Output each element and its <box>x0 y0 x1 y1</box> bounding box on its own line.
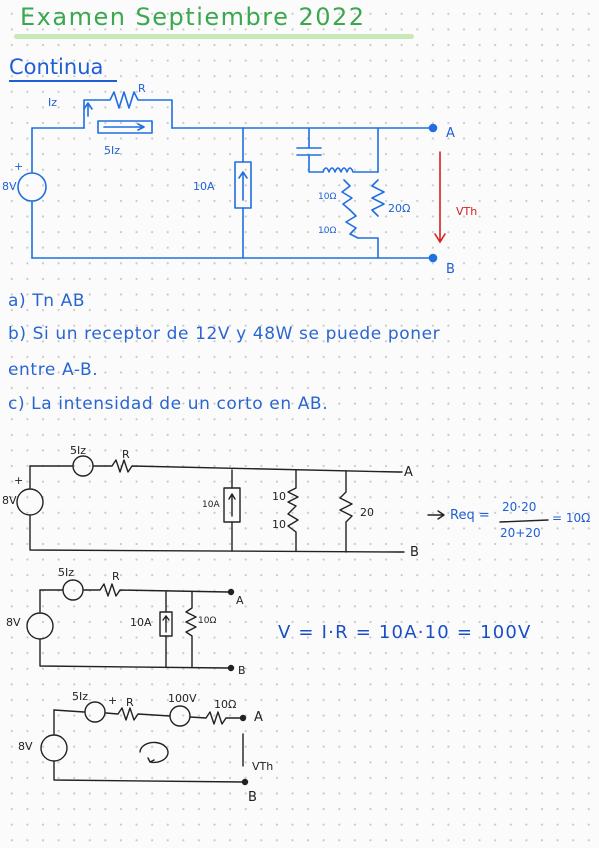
c2-label-r: R <box>122 448 130 461</box>
voltage-source-8v <box>17 172 47 202</box>
c3-label-8v: 8V <box>6 616 21 629</box>
c2-label-b: B <box>410 545 419 560</box>
page-title: Examen Septiembre 2022 <box>20 3 366 31</box>
label-8v: 8V <box>2 180 17 193</box>
req-label: Req = <box>450 508 490 523</box>
req-denominator: 20+20 <box>500 526 541 540</box>
current-source-10a <box>234 161 252 209</box>
resistor-10b <box>345 209 359 239</box>
label-vth: VTh <box>456 205 478 218</box>
c2-label-5iz: 5Iz <box>70 444 87 457</box>
section-heading: Continua <box>9 55 104 79</box>
c2-label-10-b: 10 <box>272 518 286 531</box>
resistor-r <box>83 91 173 129</box>
title-highlight <box>14 34 414 39</box>
ohm-law-equation: V = I·R = 10A·10 = 100V <box>278 622 532 643</box>
c3-label-10a: 10A <box>130 616 152 629</box>
c4-label-r: R <box>126 696 134 709</box>
question-c: c) La intensidad de un corto en AB. <box>8 394 329 414</box>
label-10a: 10A <box>193 180 215 193</box>
terminal-a <box>428 123 438 133</box>
question-b-line2: entre A-B. <box>8 360 99 380</box>
c2-label-8v: 8V <box>2 494 17 507</box>
dependent-source-5iz <box>97 120 153 134</box>
req-result: = 10Ω <box>552 511 591 525</box>
label-b: B <box>446 262 455 277</box>
c4-label-10ohm: 10Ω <box>214 698 237 711</box>
c2-label-a: A <box>404 465 413 480</box>
resistor-10a <box>341 179 353 211</box>
c4-label-100v: 100V <box>168 692 197 705</box>
c4-label-5iz: 5Iz <box>72 690 89 703</box>
question-a: a) Tn AB <box>8 291 86 311</box>
c4-label-a: A <box>254 710 263 725</box>
c4-label-vth: VTh <box>252 760 274 773</box>
label-r: R <box>138 82 146 95</box>
c4-label-8v: 8V <box>18 740 33 753</box>
c4-label-b: B <box>248 790 257 805</box>
c2-label-10a: 10A <box>202 500 220 510</box>
label-iz: Iz <box>48 96 58 109</box>
resistor-20 <box>371 179 385 217</box>
vth-arrow <box>434 151 446 244</box>
c3-label-a: A <box>236 594 244 607</box>
question-b-line1: b) Si un receptor de 12V y 48W se puede … <box>8 324 441 344</box>
section-underline <box>9 80 117 82</box>
label-5iz: 5Iz <box>104 144 121 157</box>
label-20ohm: 20Ω <box>388 202 411 215</box>
c3-label-10ohm: 10Ω <box>198 616 217 626</box>
c3-label-r: R <box>112 570 120 583</box>
label-a: A <box>446 126 455 141</box>
isource-2 <box>223 487 241 523</box>
c3-label-b: B <box>238 664 246 677</box>
terminal-b <box>428 253 438 263</box>
label-plus: + <box>14 160 24 173</box>
label-10ohm-b: 10Ω <box>318 226 337 236</box>
c2-label-20: 20 <box>360 506 374 519</box>
vsource-2 <box>16 488 44 516</box>
label-10ohm-a: 10Ω <box>318 192 337 202</box>
c3-label-5iz: 5Iz <box>58 566 75 579</box>
c2-label-plus: + <box>14 474 24 487</box>
c2-label-10-a: 10 <box>272 490 286 503</box>
req-numerator: 20·20 <box>502 500 537 514</box>
inductor <box>322 167 379 173</box>
dep-source-2 <box>72 455 94 477</box>
c4-label-plus: + <box>108 694 118 707</box>
